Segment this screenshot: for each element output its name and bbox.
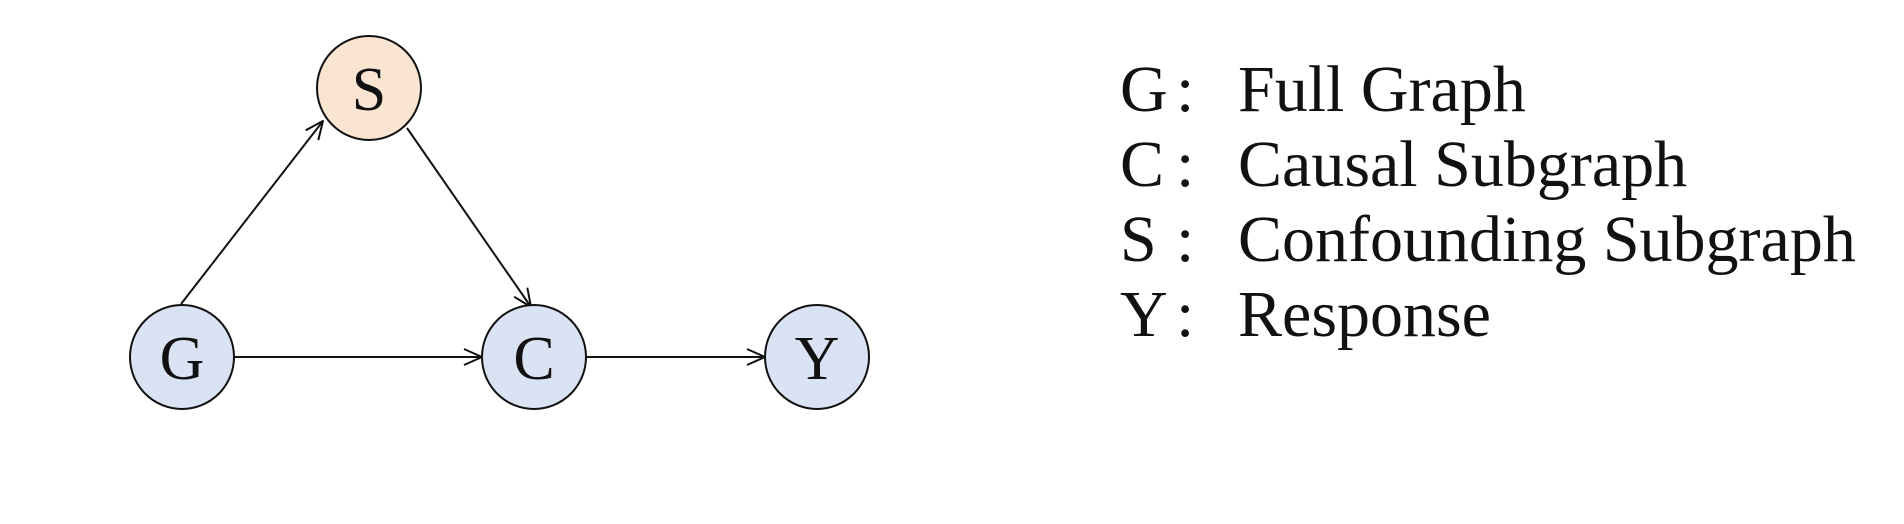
legend-text: Full Graph <box>1238 53 1526 126</box>
node-y-label: Y <box>795 325 840 393</box>
legend-text: Response <box>1238 278 1491 351</box>
legend-text: Causal Subgraph <box>1238 128 1688 201</box>
legend-key: S <box>1120 203 1157 276</box>
node-g: G <box>129 304 235 410</box>
legend-key: C <box>1120 128 1165 201</box>
node-c-label: C <box>513 325 554 393</box>
edge-g-to-s <box>180 121 323 305</box>
legend-key: Y <box>1120 278 1168 351</box>
node-y: Y <box>764 304 870 410</box>
legend-item-y: Y : Response <box>1120 277 1856 352</box>
legend-separator: : <box>1176 278 1195 351</box>
legend-separator: : <box>1176 128 1195 201</box>
legend-text: Confounding Subgraph <box>1238 203 1856 276</box>
legend-item-s: S : Confounding Subgraph <box>1120 202 1856 277</box>
node-s-label: S <box>352 56 386 124</box>
node-s: S <box>316 35 422 141</box>
legend-item-g: G : Full Graph <box>1120 52 1856 127</box>
node-y-circle <box>764 304 870 410</box>
node-s-circle <box>316 35 422 141</box>
node-g-label: G <box>160 325 205 393</box>
node-c-circle <box>481 304 587 410</box>
edge-s-to-c <box>406 127 531 307</box>
legend: G : Full Graph C : Causal Subgraph S : C… <box>1120 52 1856 352</box>
node-c: C <box>481 304 587 410</box>
node-g-circle <box>129 304 235 410</box>
legend-item-c: C : Causal Subgraph <box>1120 127 1856 202</box>
legend-separator: : <box>1176 203 1195 276</box>
legend-separator: : <box>1176 53 1195 126</box>
legend-key: G <box>1120 53 1168 126</box>
